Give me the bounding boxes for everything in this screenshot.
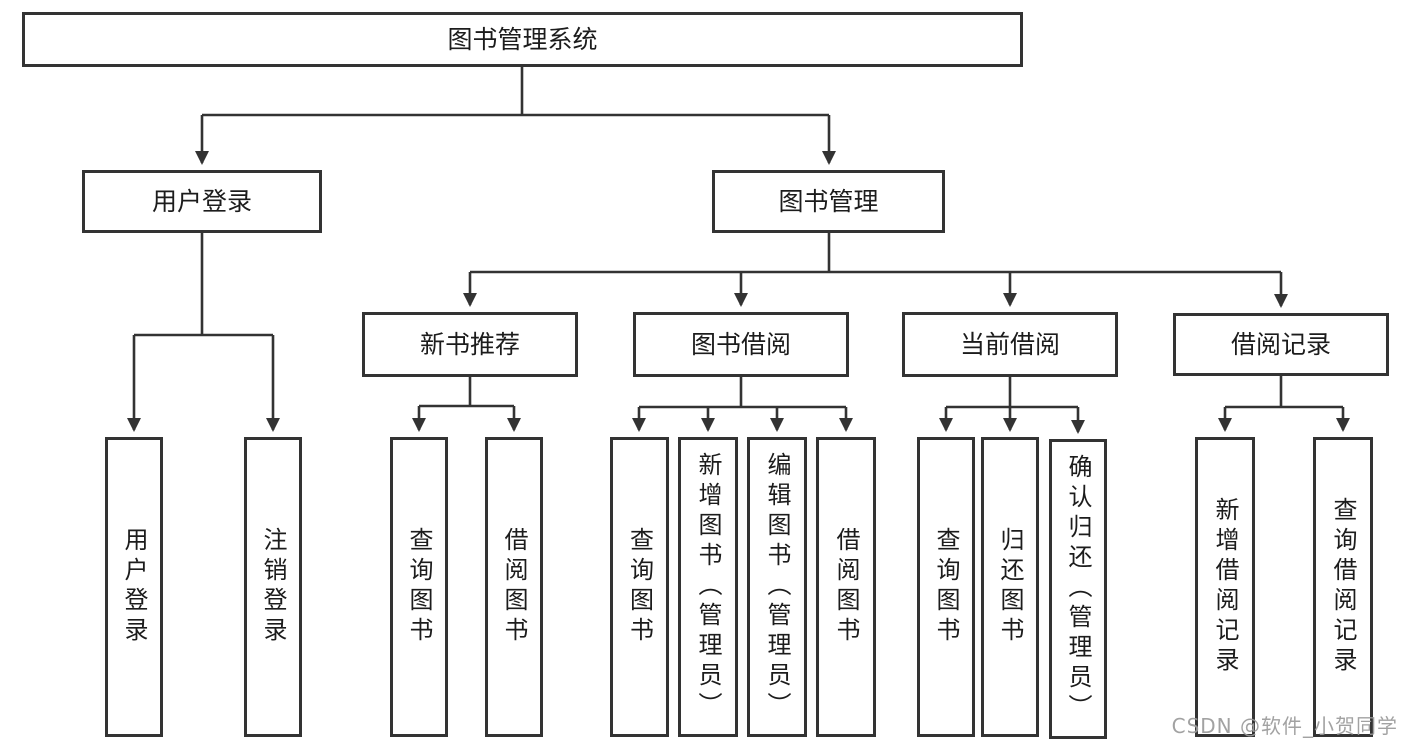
node-leaf-br-query-record: 查询借阅记录 [1313, 437, 1373, 737]
leaf-label: 借阅图书 [832, 527, 860, 647]
leaf-label: 归还图书 [996, 527, 1024, 647]
node-book-management: 图书管理 [712, 170, 945, 233]
node-leaf-bb-edit-book-admin: 编辑图书（管理员） [747, 437, 807, 737]
leaf-label: 新增借阅记录 [1211, 497, 1239, 677]
leaf-label: 查询借阅记录 [1329, 497, 1357, 677]
leaf-label: 确认归还（管理员） [1064, 454, 1092, 724]
node-root-system: 图书管理系统 [22, 12, 1023, 67]
node-leaf-cb-confirm-return-admin: 确认归还（管理员） [1049, 439, 1107, 739]
node-user-login: 用户登录 [82, 170, 322, 233]
node-leaf-bb-query-book: 查询图书 [610, 437, 669, 737]
csdn-watermark: CSDN @软件_小贺同学 [1171, 714, 1398, 738]
node-leaf-nb-query-book: 查询图书 [390, 437, 448, 737]
node-leaf-nb-borrow-book: 借阅图书 [485, 437, 543, 737]
leaf-label: 用户登录 [120, 527, 148, 647]
node-new-book-recommend: 新书推荐 [362, 312, 578, 377]
leaf-label: 查询图书 [625, 527, 654, 647]
node-leaf-cb-query-book: 查询图书 [917, 437, 975, 737]
leaf-label: 查询图书 [405, 527, 433, 647]
node-leaf-br-add-record: 新增借阅记录 [1195, 437, 1255, 737]
node-leaf-bb-borrow-book: 借阅图书 [816, 437, 876, 737]
node-book-borrow: 图书借阅 [633, 312, 849, 377]
node-leaf-logout: 注销登录 [244, 437, 302, 737]
node-leaf-bb-add-book-admin: 新增图书（管理员） [678, 437, 738, 737]
leaf-label: 编辑图书（管理员） [763, 452, 791, 722]
node-current-borrow: 当前借阅 [902, 312, 1118, 377]
leaf-label: 注销登录 [259, 527, 287, 647]
node-borrow-record: 借阅记录 [1173, 313, 1389, 376]
leaf-label: 借阅图书 [500, 527, 528, 647]
leaf-label: 新增图书（管理员） [694, 452, 722, 722]
node-leaf-user-login: 用户登录 [105, 437, 163, 737]
leaf-label: 查询图书 [932, 527, 960, 647]
node-leaf-cb-return-book: 归还图书 [981, 437, 1039, 737]
